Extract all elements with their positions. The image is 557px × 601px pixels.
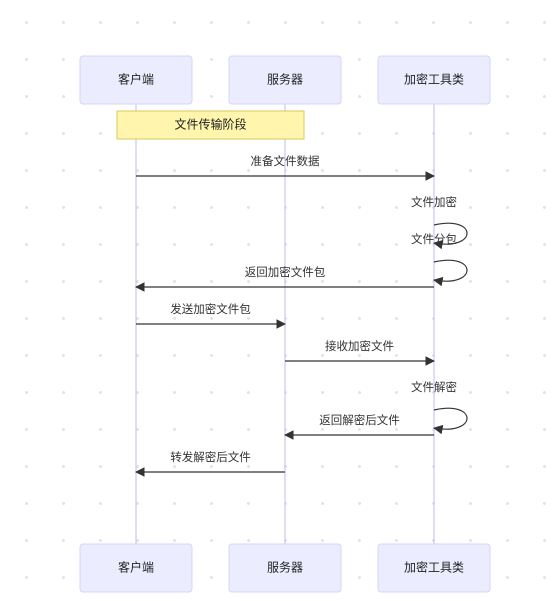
- message-label: 接收加密文件: [325, 339, 394, 353]
- message-label: 文件分包: [411, 232, 457, 246]
- actor-label: 服务器: [267, 72, 303, 87]
- actor-box: [377, 55, 491, 105]
- actor-label: 客户端: [118, 560, 154, 575]
- message-label: 转发解密后文件: [170, 450, 251, 464]
- actor-label: 服务器: [267, 560, 303, 575]
- actor-box: [228, 55, 342, 105]
- actor-box: [79, 55, 193, 105]
- self-message-arrow: [433, 222, 468, 250]
- message-label: 返回解密后文件: [319, 413, 400, 427]
- message-label: 发送加密文件包: [170, 302, 251, 316]
- actor-label: 加密工具类: [404, 560, 464, 575]
- note-label: 文件传输阶段: [174, 117, 246, 132]
- actor-label: 加密工具类: [404, 72, 464, 87]
- message: 返回解密后文件: [284, 413, 434, 440]
- message: 文件解密: [411, 380, 468, 435]
- actor-server-bottom: 服务器: [228, 543, 342, 593]
- message-label: 准备文件数据: [251, 154, 320, 168]
- message: 发送加密文件包: [136, 302, 286, 329]
- actor-server-top: 服务器: [228, 55, 342, 105]
- actor-box: [228, 543, 342, 593]
- message: 返回加密文件包: [135, 265, 434, 292]
- actor-box: [79, 543, 193, 593]
- actor-box: [377, 543, 491, 593]
- self-message-arrow: [433, 259, 468, 287]
- actor-crypto-top: 加密工具类: [377, 55, 491, 105]
- self-message-arrow: [433, 407, 468, 435]
- message: 文件分包: [411, 232, 468, 287]
- note: 文件传输阶段: [116, 110, 305, 140]
- actor-label: 客户端: [118, 72, 154, 87]
- message: 文件加密: [411, 195, 468, 250]
- actor-client-top: 客户端: [79, 55, 193, 105]
- actor-crypto-bottom: 加密工具类: [377, 543, 491, 593]
- message-label: 返回加密文件包: [245, 265, 326, 279]
- note-box: [116, 110, 305, 140]
- message-label: 文件解密: [411, 380, 457, 394]
- message: 准备文件数据: [136, 154, 435, 181]
- message: 接收加密文件: [285, 339, 435, 366]
- message: 转发解密后文件: [135, 450, 285, 477]
- actor-client-bottom: 客户端: [79, 543, 193, 593]
- message-label: 文件加密: [411, 195, 457, 209]
